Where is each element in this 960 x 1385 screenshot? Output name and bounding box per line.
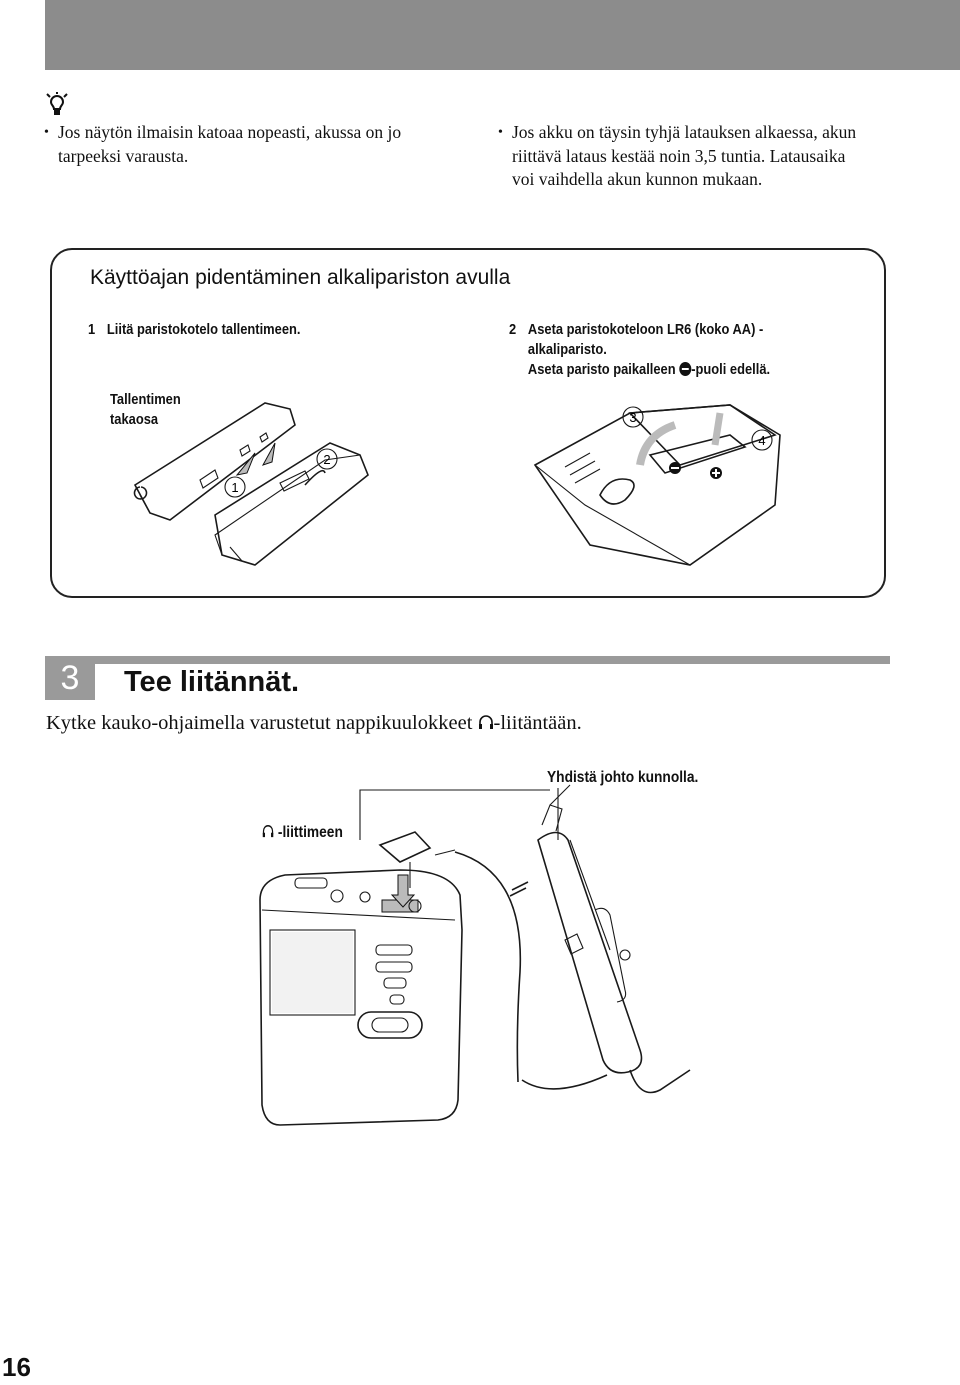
step-text-line: Aseta paristo paikalleen: [527, 361, 680, 378]
section-rule: [45, 656, 890, 664]
section-instruction: Kytke kauko-ohjaimella varustetut nappik…: [46, 712, 582, 735]
tip-text: Jos näytön ilmaisin katoaa nopeasti, aku…: [58, 122, 402, 166]
step-text: Liitä paristokotelo tallentimeen.: [106, 321, 301, 338]
step-text-line: -puoli edellä.: [691, 361, 771, 378]
tip-lightbulb-icon: [46, 92, 68, 115]
battery-case-panel: [50, 248, 886, 598]
tip-text: Jos akku on täysin tyhjä latauksen alkae…: [512, 122, 857, 189]
callout-2: 2: [323, 452, 330, 467]
headphone-icon: [478, 715, 493, 729]
panel-title: Käyttöajan pidentäminen alkalipariston a…: [90, 266, 511, 289]
battery-case-attach-illustration: 1 2: [133, 402, 369, 566]
label-line: takaosa: [110, 411, 159, 428]
step-number: 2: [509, 321, 517, 338]
page-number: 16: [2, 1352, 31, 1382]
instruction-text: -liitäntään.: [493, 712, 582, 734]
page-header-bar: [45, 0, 960, 70]
label-line: Tallentimen: [110, 391, 181, 408]
connection-note-label: Yhdistä johto kunnolla.: [547, 769, 699, 786]
minus-terminal-icon: [679, 362, 692, 376]
callout-3: 3: [629, 410, 636, 425]
battery-insert-illustration: 3 4: [533, 404, 781, 566]
callout-4: 4: [758, 433, 765, 448]
step-number: 1: [88, 321, 96, 338]
instruction-text: Kytke kauko-ohjaimella varustetut nappik…: [46, 712, 478, 734]
recorder-back-label: Tallentimen takaosa: [110, 390, 181, 430]
tip-item: • Jos akku on täysin tyhjä latauksen alk…: [498, 121, 872, 192]
headphone-icon: [262, 825, 274, 838]
jack-label: -liittimeen: [262, 823, 343, 843]
section-number: 3: [45, 656, 95, 700]
section-title: Tee liitännät.: [124, 666, 300, 698]
step-text-line: alkaliparisto.: [527, 341, 607, 358]
bullet: •: [44, 125, 49, 140]
jack-label-text: -liittimeen: [277, 824, 343, 841]
tip-item: • Jos näytön ilmaisin katoaa nopeasti, a…: [44, 121, 458, 168]
bullet: •: [498, 125, 503, 140]
callout-1: 1: [231, 480, 238, 495]
headphone-connection-illustration: [259, 784, 691, 1126]
step-text-line: Aseta paristokoteloon LR6 (koko AA) -: [527, 321, 764, 338]
